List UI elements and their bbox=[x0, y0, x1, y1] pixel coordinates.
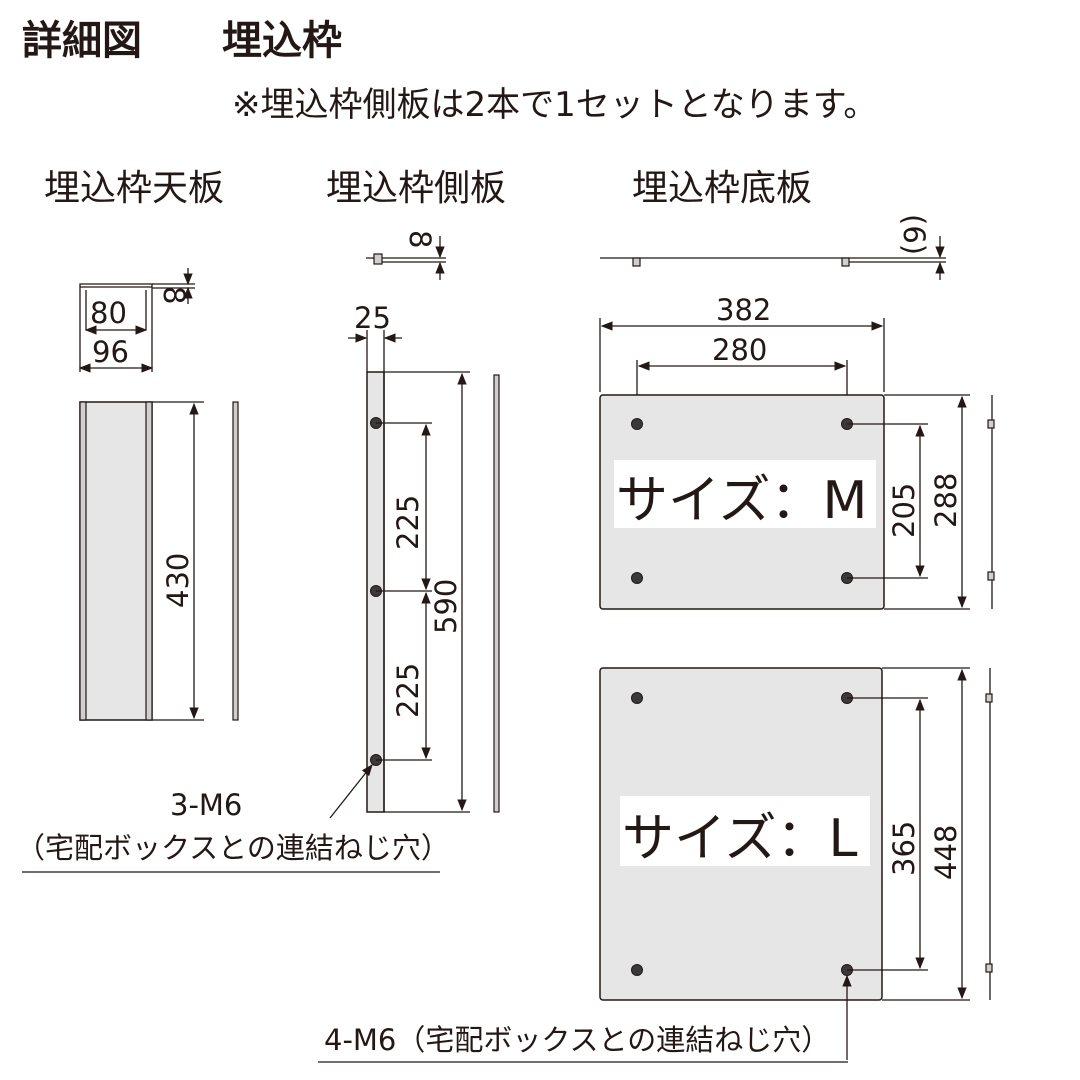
size-l-label: サイズ：L bbox=[622, 809, 857, 869]
dim-top-outer-width: 96 bbox=[92, 335, 129, 369]
page-subtitle: 埋込枠 bbox=[222, 18, 342, 64]
dim-side-profile-height: 8 bbox=[403, 230, 437, 248]
side-holes-spec: 3-M6 bbox=[170, 788, 242, 822]
dim-side-width: 25 bbox=[354, 301, 391, 335]
side-holes-note: （宅配ボックスとの連結ねじ穴） bbox=[16, 831, 450, 865]
screw-hole bbox=[631, 964, 643, 976]
dim-m-height: 288 bbox=[929, 473, 963, 528]
dim-bottom-width: 382 bbox=[716, 293, 771, 327]
section-label-side-plate: 埋込枠側板 bbox=[326, 168, 506, 209]
section-label-top-plate: 埋込枠天板 bbox=[44, 168, 224, 209]
screw-hole bbox=[631, 572, 643, 584]
side-plate-profile bbox=[366, 236, 446, 280]
set-note: ※埋込枠側板は2本で1セットとなります。 bbox=[232, 85, 877, 125]
dim-top-length: 430 bbox=[161, 553, 195, 608]
bottom-plate-size-l bbox=[599, 667, 993, 1060]
top-plate-edge-view bbox=[232, 401, 239, 721]
dim-side-pitch-lower: 225 bbox=[391, 663, 425, 718]
dim-side-length: 590 bbox=[429, 579, 463, 634]
screw-hole bbox=[631, 692, 643, 704]
side-plate-edge-view bbox=[493, 374, 500, 813]
page-title: 詳細図 bbox=[22, 18, 142, 64]
top-plate-face bbox=[79, 401, 204, 721]
section-label-bottom-plate: 埋込枠底板 bbox=[632, 168, 812, 209]
dim-l-height: 448 bbox=[929, 825, 963, 880]
dim-top-inner-width: 80 bbox=[90, 296, 127, 330]
size-m-label: サイズ：M bbox=[616, 471, 867, 531]
side-plate-face bbox=[329, 330, 470, 819]
dim-m-hole-pitch: 205 bbox=[887, 483, 921, 538]
bottom-holes-spec: 4-M6（宅配ボックスとの連結ねじ穴） bbox=[324, 1023, 830, 1057]
screw-hole bbox=[631, 418, 643, 430]
dim-l-hole-pitch: 365 bbox=[887, 821, 921, 876]
bottom-plate-profile bbox=[600, 236, 946, 280]
dim-side-pitch-upper: 225 bbox=[391, 495, 425, 550]
dim-bottom-hole-pitch: 280 bbox=[712, 333, 767, 367]
top-plate-profile bbox=[78, 268, 195, 373]
dim-bottom-profile-offset: (6) bbox=[897, 214, 931, 255]
bottom-plate-size-m bbox=[599, 394, 995, 610]
dim-top-flange-height: 8 bbox=[157, 286, 191, 304]
